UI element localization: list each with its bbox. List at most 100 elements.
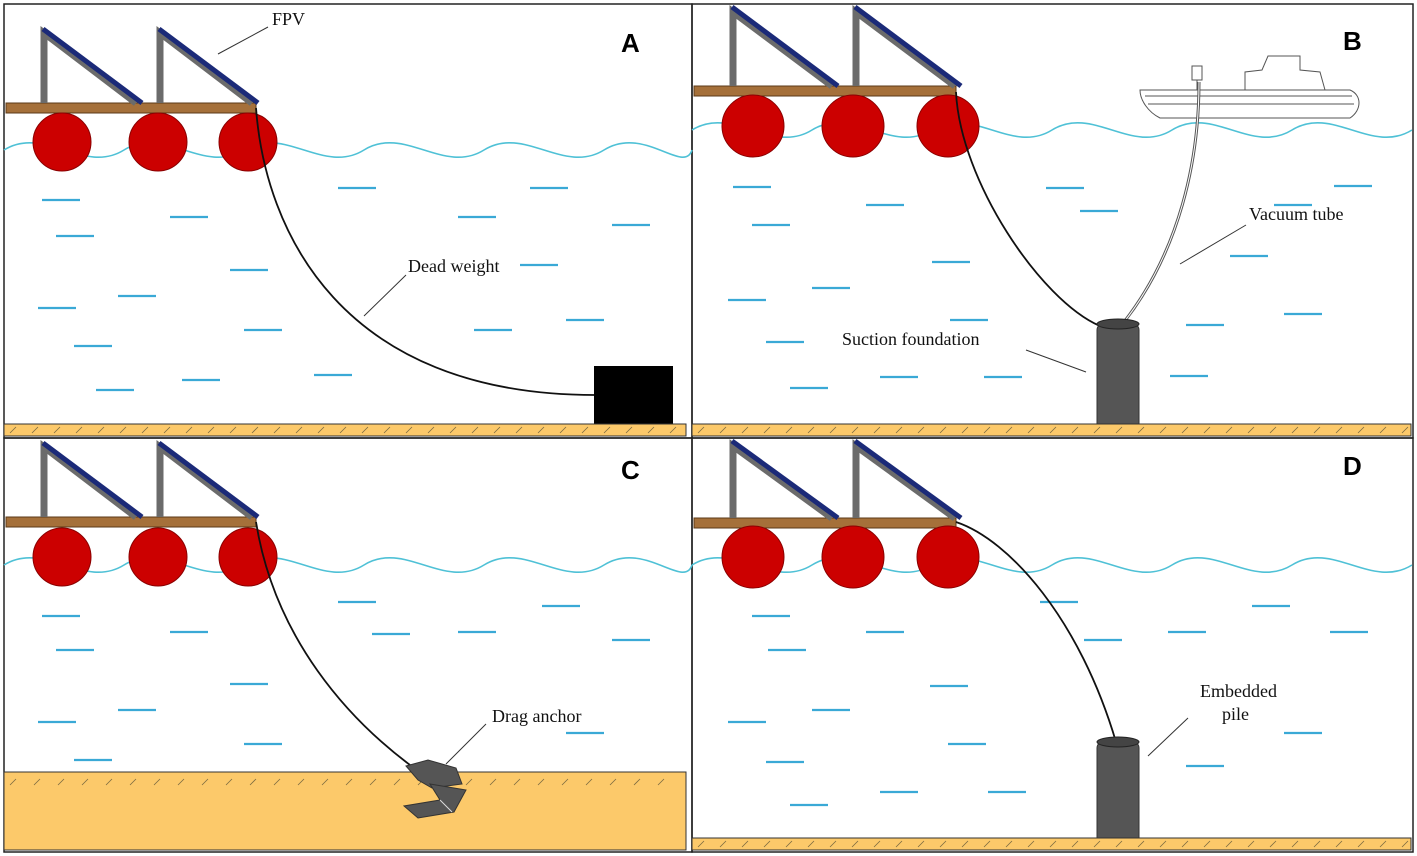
seabed-hatch — [141, 426, 149, 434]
seabed-hatch — [1203, 426, 1211, 434]
seabed-hatch — [1181, 426, 1189, 434]
fpv-leader — [217, 26, 269, 55]
seabed-hatch — [585, 778, 593, 786]
seabed-hatch — [983, 840, 991, 848]
pv-panel — [730, 4, 840, 89]
seabed-hatch — [851, 426, 859, 434]
seabed-hatch — [807, 840, 815, 848]
water-surface — [691, 122, 1413, 138]
seabed-hatch — [1049, 426, 1057, 434]
dead-weight-leader — [363, 274, 407, 317]
seabed-hatch — [185, 426, 193, 434]
seabed-hatch — [81, 778, 89, 786]
seabed — [3, 423, 687, 437]
float-buoy — [128, 527, 188, 587]
float-buoy — [721, 94, 785, 158]
panel-letter-d: D — [1343, 451, 1362, 481]
seabed-hatch — [229, 426, 237, 434]
panel-a: FPV Dead weight A — [3, 9, 693, 437]
seabed-hatch — [1313, 840, 1321, 848]
seabed-hatch — [559, 426, 567, 434]
seabed-hatch — [513, 778, 521, 786]
mooring-line — [955, 91, 1101, 327]
drag-anchor-leader — [445, 723, 487, 765]
seabed-hatch — [1313, 426, 1321, 434]
seabed-hatch — [939, 426, 947, 434]
seabed-hatch — [273, 778, 281, 786]
seabed-hatch — [129, 778, 137, 786]
seabed-hatch — [917, 426, 925, 434]
seabed-hatch — [449, 426, 457, 434]
seabed-hatch — [741, 840, 749, 848]
seabed-hatch — [345, 778, 353, 786]
panel-c: Drag anchor C — [3, 439, 693, 851]
seabed-hatch — [1247, 840, 1255, 848]
seabed-hatch — [537, 778, 545, 786]
water-surface — [3, 557, 693, 573]
pv-panel — [853, 438, 963, 521]
vacuum-tube-leader — [1179, 224, 1247, 265]
fpv-platform — [5, 439, 278, 587]
seabed-hatch — [75, 426, 83, 434]
pv-support-frame — [852, 439, 958, 521]
seabed-hatch — [697, 426, 705, 434]
seabed-hatch — [471, 426, 479, 434]
pv-support-frame — [156, 25, 255, 106]
seabed-hatch — [1335, 840, 1343, 848]
seabed-hatch — [369, 778, 377, 786]
seabed-hatch — [1357, 426, 1365, 434]
seabed-hatch — [741, 426, 749, 434]
pv-panel — [730, 438, 840, 521]
mooring-line — [955, 521, 1117, 743]
mooring-line — [255, 107, 596, 396]
seabed-hatch — [493, 426, 501, 434]
seabed — [691, 423, 1412, 437]
fpv-platform — [5, 25, 278, 172]
dead-weight-block — [594, 366, 673, 426]
float-buoy — [916, 94, 980, 158]
pv-panel — [853, 4, 963, 89]
seabed-hatch — [657, 778, 665, 786]
panel-d: Embedded pile D — [691, 438, 1413, 851]
seabed-hatch — [851, 840, 859, 848]
seabed-hatch — [1225, 426, 1233, 434]
float-buoy — [821, 525, 885, 589]
service-vessel — [1139, 55, 1360, 119]
seabed-hatch — [1115, 426, 1123, 434]
panel-letter-a: A — [621, 28, 640, 58]
water-ripples — [728, 184, 1372, 390]
seabed-hatch — [321, 778, 329, 786]
seabed-hatch — [97, 426, 105, 434]
panel-b: Vacuum tube Suction foundation B — [691, 4, 1413, 437]
seabed-hatch — [201, 778, 209, 786]
seabed-hatch — [719, 426, 727, 434]
pv-panel — [41, 440, 144, 520]
seabed-hatch — [465, 778, 473, 786]
seabed-hatch — [1225, 840, 1233, 848]
seabed-hatch — [581, 426, 589, 434]
float-buoy — [32, 527, 92, 587]
seabed-hatch — [361, 426, 369, 434]
seabed-hatch — [1137, 426, 1145, 434]
embedded-pile-label-line1: Embedded — [1200, 681, 1277, 701]
seabed-hatch — [57, 778, 65, 786]
seabed-hatch — [669, 426, 677, 434]
seabed-hatch — [603, 426, 611, 434]
seabed-hatch — [1093, 840, 1101, 848]
water-surface — [3, 142, 693, 158]
pv-support-frame — [156, 439, 255, 520]
seabed-hatch — [163, 426, 171, 434]
seabed-hatch — [1027, 840, 1035, 848]
seabed-hatch — [1115, 840, 1123, 848]
seabed-hatch — [983, 426, 991, 434]
seabed-hatch — [273, 426, 281, 434]
suction-foundation-leader — [1025, 349, 1087, 373]
seabed-hatch — [515, 426, 523, 434]
embedded-pile-label-line2: pile — [1222, 704, 1249, 724]
seabed-hatch — [9, 426, 17, 434]
seabed-hatch — [697, 840, 705, 848]
seabed-hatch — [33, 778, 41, 786]
seabed-hatch — [1401, 840, 1409, 848]
seabed-hatch — [785, 840, 793, 848]
seabed-hatch — [405, 426, 413, 434]
